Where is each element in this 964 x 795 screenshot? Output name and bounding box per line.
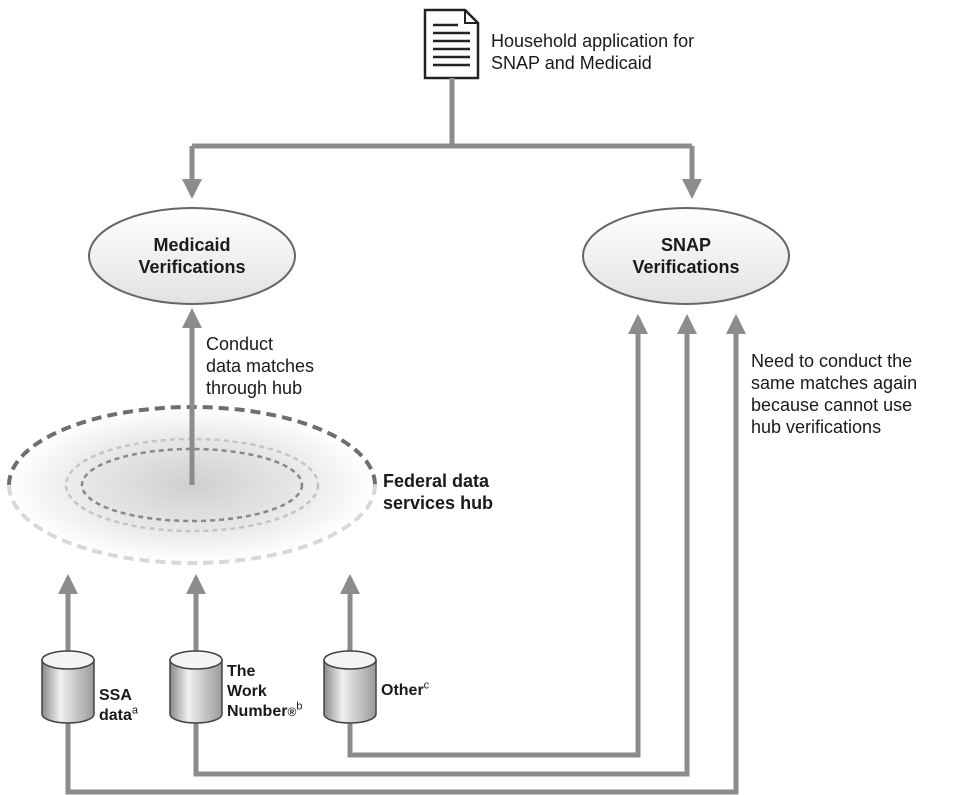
snap-verifications-oval xyxy=(582,207,790,305)
footnote-a: a xyxy=(131,704,139,717)
sources-to-hub-arrows xyxy=(58,574,360,652)
medicaid-verifications-label: Medicaid Verifications xyxy=(138,235,246,277)
ssa-database-icon xyxy=(41,650,95,724)
other-label: Otherc xyxy=(381,679,430,699)
ssa-data-label: SSA dataa xyxy=(99,687,139,724)
sources-to-snap-connectors xyxy=(65,314,746,795)
medicaid-verifications-oval xyxy=(88,207,296,305)
document-icon xyxy=(423,8,480,80)
registered-mark: ® xyxy=(287,705,297,719)
other-database-icon xyxy=(323,650,377,724)
footnote-b: b xyxy=(296,700,303,713)
snap-verifications-label: SNAP Verifications xyxy=(632,235,740,277)
application-label: Household application for SNAP and Medic… xyxy=(491,31,695,73)
footnote-c: c xyxy=(423,679,430,692)
federal-hub-label: Federal data services hub xyxy=(383,471,494,513)
application-split-connector xyxy=(182,78,702,199)
repeat-matches-label: Need to conduct the same matches again b… xyxy=(751,351,918,437)
work-number-label: The Work Number®b xyxy=(227,663,303,720)
work-number-database-icon xyxy=(169,650,223,724)
conduct-matches-label: Conduct data matches through hub xyxy=(206,334,315,398)
